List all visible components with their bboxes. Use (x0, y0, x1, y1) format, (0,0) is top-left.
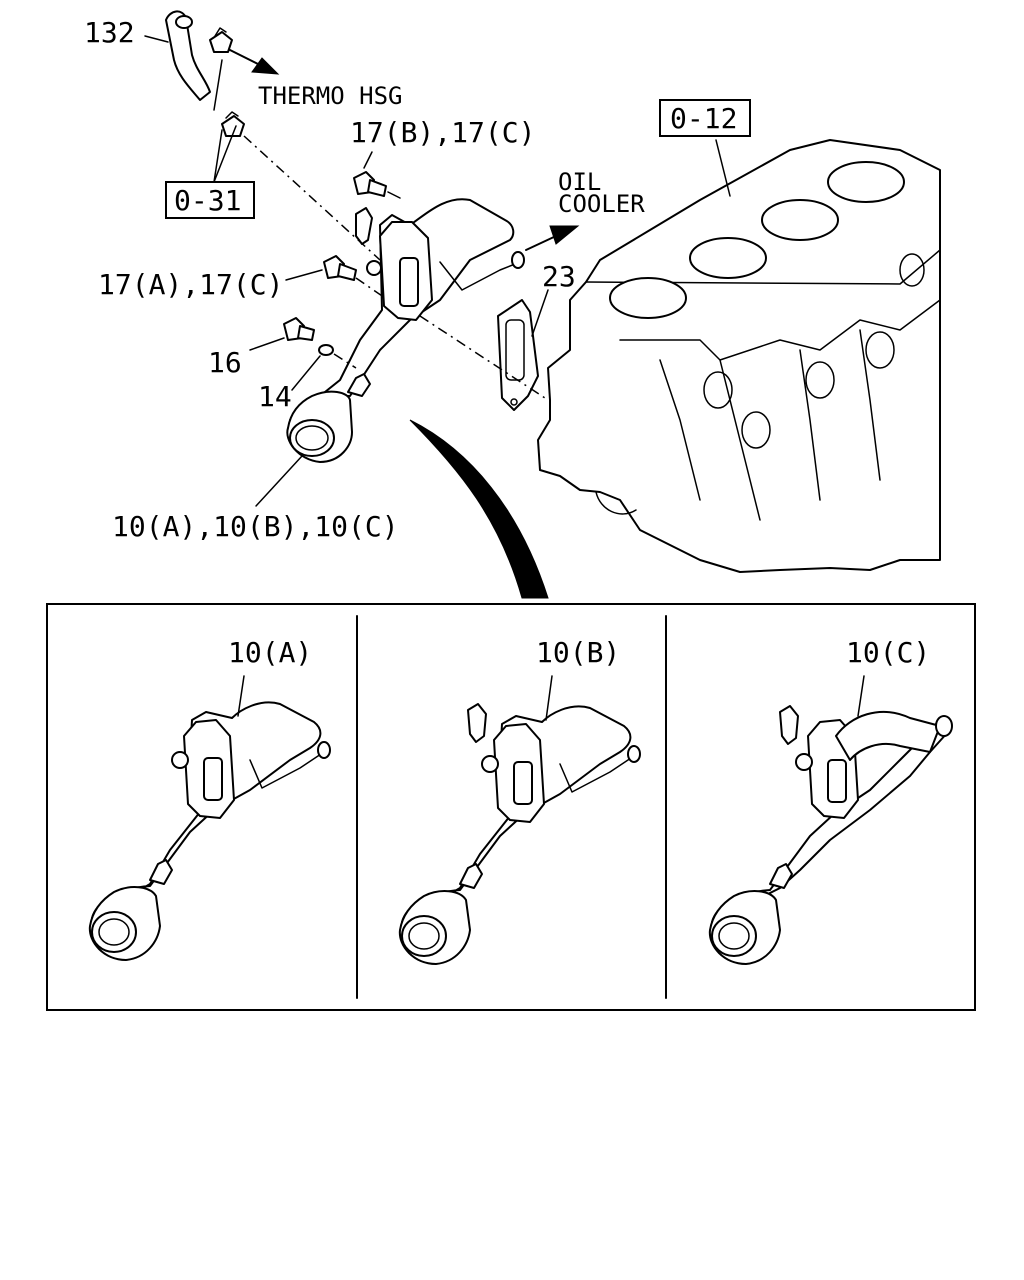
variant-label-10c: 10(C) (846, 636, 930, 669)
variant-label-10b: 10(B) (536, 636, 620, 669)
label-oil: OIL (558, 168, 601, 196)
callout-14: 14 (258, 380, 292, 413)
detail-arrow (409, 419, 549, 599)
callout-17ac: 17(A),17(C) (98, 268, 283, 301)
label-cooler: COOLER (558, 190, 645, 218)
callout-23: 23 (542, 260, 576, 293)
water-pipe-assembly (286, 198, 525, 463)
variant-label-10a: 10(A) (228, 636, 312, 669)
ref-0-12: 0-12 (670, 102, 737, 135)
ref-0-31: 0-31 (174, 184, 241, 217)
ref-box-0-31 (165, 181, 255, 219)
variant-10c-pipe (708, 675, 953, 965)
arrow-oil-cooler (525, 225, 580, 251)
variant-10b-pipe (398, 675, 641, 965)
callout-132: 132 (84, 16, 135, 49)
hose-clip-lower (221, 111, 245, 137)
callout-17bc: 17(B),17(C) (350, 116, 535, 149)
arrow-thermo-hsg (229, 49, 280, 75)
hose-clip-upper (209, 27, 233, 53)
callout-10-all: 10(A),10(B),10(C) (112, 510, 399, 543)
bolt-17-upper (353, 171, 401, 199)
callout-16: 16 (208, 346, 242, 379)
bolt-16 (283, 317, 315, 341)
bolt-17-lower (323, 255, 357, 281)
label-thermo-hsg: THERMO HSG (258, 82, 403, 110)
variant-10a-pipe (88, 675, 331, 961)
washer-14 (318, 344, 334, 356)
hose-132 (165, 10, 211, 101)
ref-box-0-12 (659, 99, 751, 137)
gasket-23 (497, 299, 539, 411)
engine-block (537, 139, 941, 573)
variant-detail-panel (46, 603, 976, 1011)
